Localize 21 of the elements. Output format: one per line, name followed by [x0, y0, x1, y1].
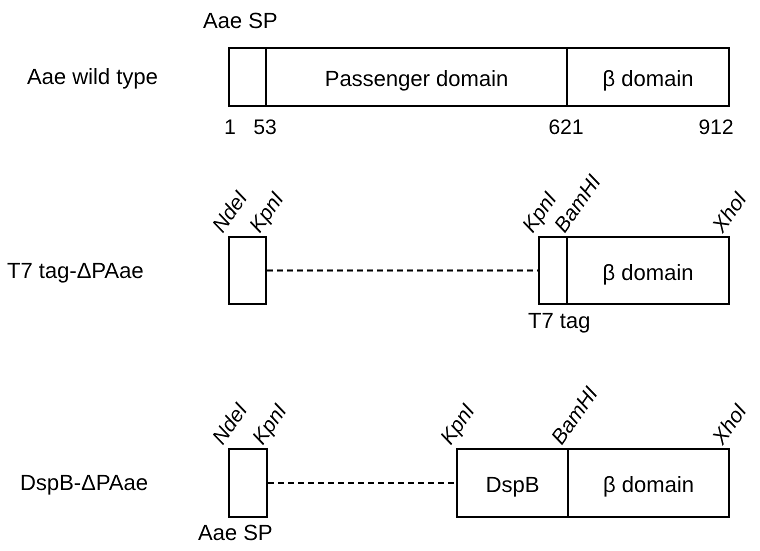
domain-segment: β domain [567, 448, 730, 518]
segment-caption: Aae SP [203, 8, 278, 34]
domain-segment: DspB [456, 448, 569, 518]
construct-name: T7 tag-ΔPAae [7, 258, 144, 284]
domain-segment: Passenger domain [265, 47, 568, 107]
construct-name: Aae wild type [27, 64, 158, 90]
domain-segment: β domain [566, 236, 730, 305]
dashed-connector-line [268, 482, 456, 484]
residue-number: 1 [224, 116, 236, 140]
segment-caption: T7 tag [528, 308, 590, 334]
residue-number: 53 [253, 116, 277, 140]
signal-peptide-segment [228, 47, 267, 107]
residue-number: 912 [698, 116, 734, 140]
residue-number: 621 [548, 116, 584, 140]
signal-peptide-segment [228, 448, 268, 518]
signal-peptide-segment [228, 236, 267, 305]
domain-segment: β domain [566, 47, 730, 107]
dashed-connector-line [267, 270, 538, 272]
segment-caption: Aae SP [198, 520, 273, 546]
signal-peptide-segment [538, 236, 568, 305]
construct-name: DspB-ΔPAae [20, 470, 148, 496]
